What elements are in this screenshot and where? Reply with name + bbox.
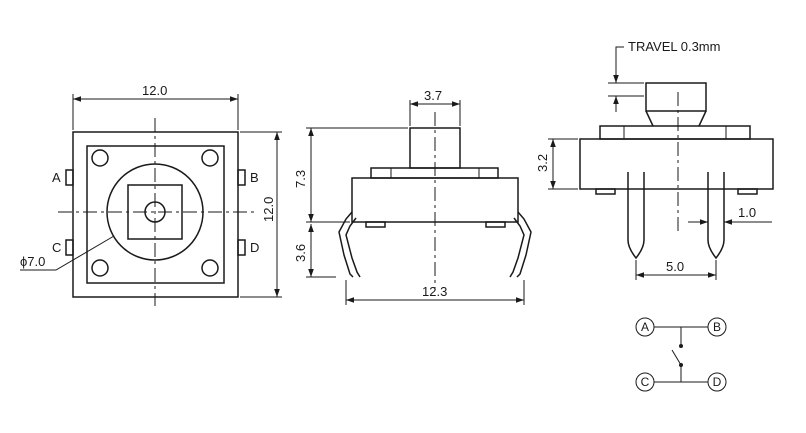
corner-post-top-left bbox=[91, 149, 109, 167]
terminal-tab-d bbox=[237, 239, 246, 256]
schematic-switch-blade bbox=[671, 349, 682, 366]
dim-travel-label: TRAVEL 0.3mm bbox=[628, 39, 720, 54]
front-view-pin-left bbox=[627, 172, 645, 260]
terminal-label-b: B bbox=[250, 170, 259, 185]
corner-post-top-right bbox=[201, 149, 219, 167]
dim-plunger-width-label: 3.7 bbox=[424, 88, 442, 103]
schematic-node-a bbox=[635, 317, 655, 337]
dim-lead-height-label: 3.6 bbox=[293, 244, 308, 262]
side-view: 3.7 7.3 3.6 12.3 bbox=[293, 88, 532, 305]
dim-lead-span-label: 12.3 bbox=[422, 284, 447, 299]
terminal-tab-b bbox=[237, 169, 246, 186]
schematic-contact-top bbox=[679, 344, 683, 348]
front-view-plunger bbox=[645, 82, 707, 112]
terminal-label-c: C bbox=[52, 240, 61, 255]
corner-post-bottom-right bbox=[201, 259, 219, 277]
schematic-label-c: C bbox=[641, 375, 650, 389]
switch-schematic: A B C D bbox=[635, 317, 727, 392]
terminal-label-a: A bbox=[52, 170, 61, 185]
schematic-label-b: B bbox=[713, 320, 721, 334]
side-view-lead-right bbox=[516, 211, 532, 278]
top-view: A C B D 12.0 12.0 ϕ7.0 bbox=[20, 83, 282, 306]
dim-circle-dia-leader bbox=[20, 235, 115, 271]
front-view-foot-right bbox=[737, 188, 758, 195]
front-view-body bbox=[579, 138, 774, 190]
dim-pin-thickness-label: 1.0 bbox=[738, 205, 756, 220]
schematic-node-b bbox=[707, 317, 727, 337]
front-view-plunger-stem bbox=[645, 110, 707, 127]
side-view-foot-left bbox=[365, 221, 386, 228]
schematic-label-a: A bbox=[641, 320, 649, 334]
schematic-label-d: D bbox=[713, 375, 722, 389]
side-view-lead-right-inner bbox=[509, 217, 525, 278]
dim-circle-dia-label: ϕ7.0 bbox=[20, 254, 45, 269]
front-view-pin-right bbox=[707, 172, 725, 260]
schematic-node-c bbox=[635, 372, 655, 392]
front-view: TRAVEL 0.3mm 3.2 1.0 5.0 bbox=[535, 39, 774, 280]
dim-top-width-label: 12.0 bbox=[142, 83, 167, 98]
dim-pin-pitch-label: 5.0 bbox=[666, 259, 684, 274]
terminal-label-d: D bbox=[250, 240, 259, 255]
dim-travel-leader bbox=[615, 46, 624, 60]
dim-body-height-label: 7.3 bbox=[293, 170, 308, 188]
dim-body-thickness-label: 3.2 bbox=[535, 154, 550, 172]
schematic-node-d bbox=[707, 372, 727, 392]
side-view-lead-left bbox=[338, 211, 354, 278]
terminal-tab-c bbox=[65, 239, 74, 256]
side-view-foot-right bbox=[485, 221, 506, 228]
corner-post-bottom-left bbox=[91, 259, 109, 277]
terminal-tab-a bbox=[65, 169, 74, 186]
front-view-foot-left bbox=[595, 188, 616, 195]
dim-top-height-label: 12.0 bbox=[261, 197, 276, 222]
front-view-cap bbox=[599, 125, 751, 140]
side-view-lead-left-inner bbox=[345, 217, 361, 278]
